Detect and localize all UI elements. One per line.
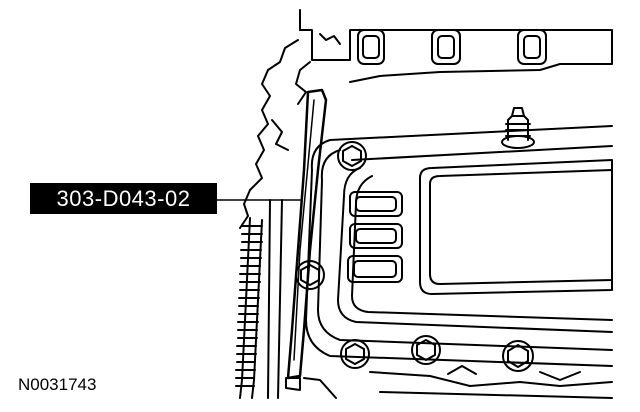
upper-block [299, 9, 613, 83]
ring-gear [235, 199, 283, 399]
tool-callout-label: 303-D043-02 [30, 183, 217, 214]
tool-straight-edge [285, 88, 328, 391]
lower-details [303, 365, 613, 399]
figure-id: N0031743 [18, 375, 97, 394]
lower-case [305, 125, 613, 367]
bolts [295, 141, 534, 372]
window-panel [419, 159, 613, 295]
stud [501, 107, 535, 149]
slots [347, 191, 403, 283]
casting-edge [239, 39, 311, 229]
